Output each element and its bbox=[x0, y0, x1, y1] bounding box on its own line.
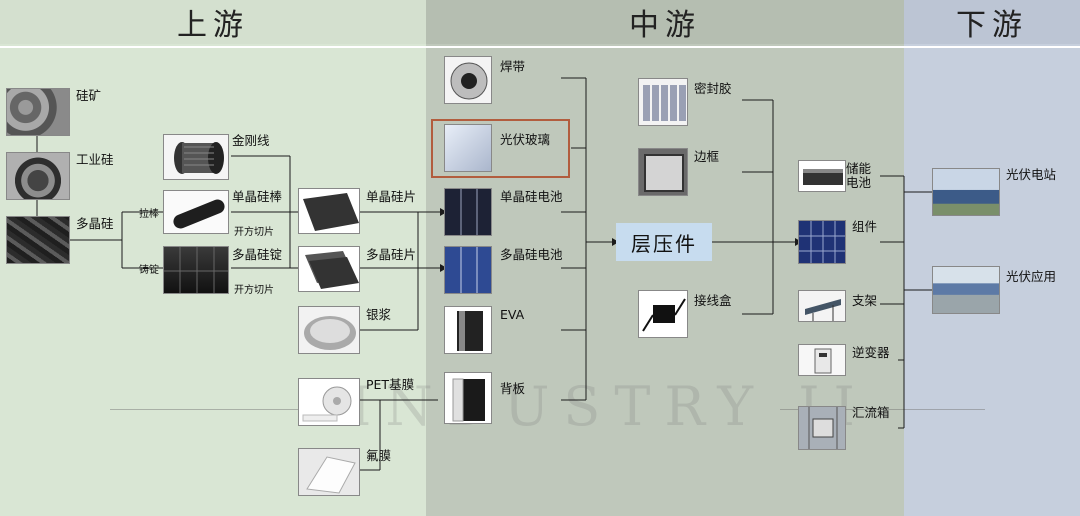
poly-ingot-image bbox=[163, 246, 229, 294]
pv-glass-image bbox=[444, 124, 492, 172]
label-backsheet: 背板 bbox=[500, 381, 526, 396]
label-casting: 铸锭 bbox=[139, 265, 159, 276]
poly-wafer-image bbox=[298, 246, 360, 292]
module-image bbox=[798, 220, 846, 264]
bracket-image bbox=[798, 290, 846, 322]
label-mono-cell: 单晶硅电池 bbox=[500, 189, 563, 204]
watermark-line-right bbox=[780, 409, 985, 410]
label-silicon-ore: 硅矿 bbox=[76, 88, 102, 103]
label-pv-glass: 光伏玻璃 bbox=[500, 132, 551, 147]
downstream-header: 下游 bbox=[904, 0, 1080, 44]
pv-glass-highlight-box bbox=[431, 119, 570, 178]
label-pull-rod: 拉棒 bbox=[139, 209, 159, 220]
poly-cell-image bbox=[444, 246, 492, 294]
label-industrial-silicon: 工业硅 bbox=[76, 152, 114, 167]
label-poly-cell: 多晶硅电池 bbox=[500, 247, 563, 262]
label-polysilicon: 多晶硅 bbox=[76, 216, 114, 231]
combiner-box-image bbox=[798, 406, 846, 450]
label-mono-wafer: 单晶硅片 bbox=[366, 189, 417, 204]
label-eva: EVA bbox=[500, 307, 525, 322]
mono-wafer-image bbox=[298, 188, 360, 234]
inverter-image bbox=[798, 344, 846, 376]
label-pet-film: PET基膜 bbox=[366, 377, 415, 392]
label-square-cut-1: 开方切片 bbox=[234, 227, 274, 238]
mono-cell-image bbox=[444, 188, 492, 236]
label-square-cut-2: 开方切片 bbox=[234, 285, 274, 296]
eva-image bbox=[444, 306, 492, 354]
label-ribbon: 焊带 bbox=[500, 59, 526, 74]
watermark-line-left bbox=[110, 409, 350, 410]
label-silver-paste: 银浆 bbox=[366, 307, 392, 322]
laminate-box: 层压件 bbox=[616, 223, 712, 261]
pet-film-image bbox=[298, 378, 360, 426]
sealant-image bbox=[638, 78, 688, 126]
label-mono-rod: 单晶硅棒 bbox=[232, 189, 283, 204]
backsheet-image bbox=[444, 372, 492, 424]
label-inverter: 逆变器 bbox=[852, 345, 890, 360]
label-bracket: 支架 bbox=[852, 293, 878, 308]
label-combiner-box: 汇流箱 bbox=[852, 405, 890, 420]
diamond-wire-image bbox=[163, 134, 229, 180]
label-module: 组件 bbox=[852, 219, 878, 234]
downstream-panel bbox=[904, 0, 1080, 516]
ribbon-image bbox=[444, 56, 492, 104]
frame-image bbox=[638, 148, 688, 196]
label-poly-wafer: 多晶硅片 bbox=[366, 247, 417, 262]
label-storage-battery-line2: 电池 bbox=[846, 175, 872, 190]
label-poly-ingot: 多晶硅锭 bbox=[232, 247, 283, 262]
label-junction-box: 接线盒 bbox=[694, 293, 732, 308]
pv-station-image bbox=[932, 168, 1000, 216]
label-fluoro-film: 氟膜 bbox=[366, 448, 392, 463]
label-storage-battery-line1: 储能 bbox=[846, 161, 872, 176]
label-pv-application: 光伏应用 bbox=[1006, 269, 1057, 284]
upstream-header: 上游 bbox=[0, 0, 426, 44]
storage-battery-image bbox=[798, 160, 846, 192]
mono-rod-image bbox=[163, 190, 229, 234]
header-divider bbox=[0, 46, 1080, 48]
fluoro-film-image bbox=[298, 448, 360, 496]
label-diamond-wire: 金刚线 bbox=[232, 133, 270, 148]
pv-application-image bbox=[932, 266, 1000, 314]
label-frame: 边框 bbox=[694, 149, 720, 164]
industrial-silicon-image bbox=[6, 152, 70, 200]
silver-paste-image bbox=[298, 306, 360, 354]
midstream-header: 中游 bbox=[426, 0, 904, 44]
watermark-text: INDUSTRY II bbox=[350, 375, 869, 438]
label-sealant: 密封胶 bbox=[694, 81, 732, 96]
label-pv-station: 光伏电站 bbox=[1006, 167, 1057, 182]
polysilicon-image bbox=[6, 216, 70, 264]
silicon-ore-image bbox=[6, 88, 70, 136]
junction-box-image bbox=[638, 290, 688, 338]
